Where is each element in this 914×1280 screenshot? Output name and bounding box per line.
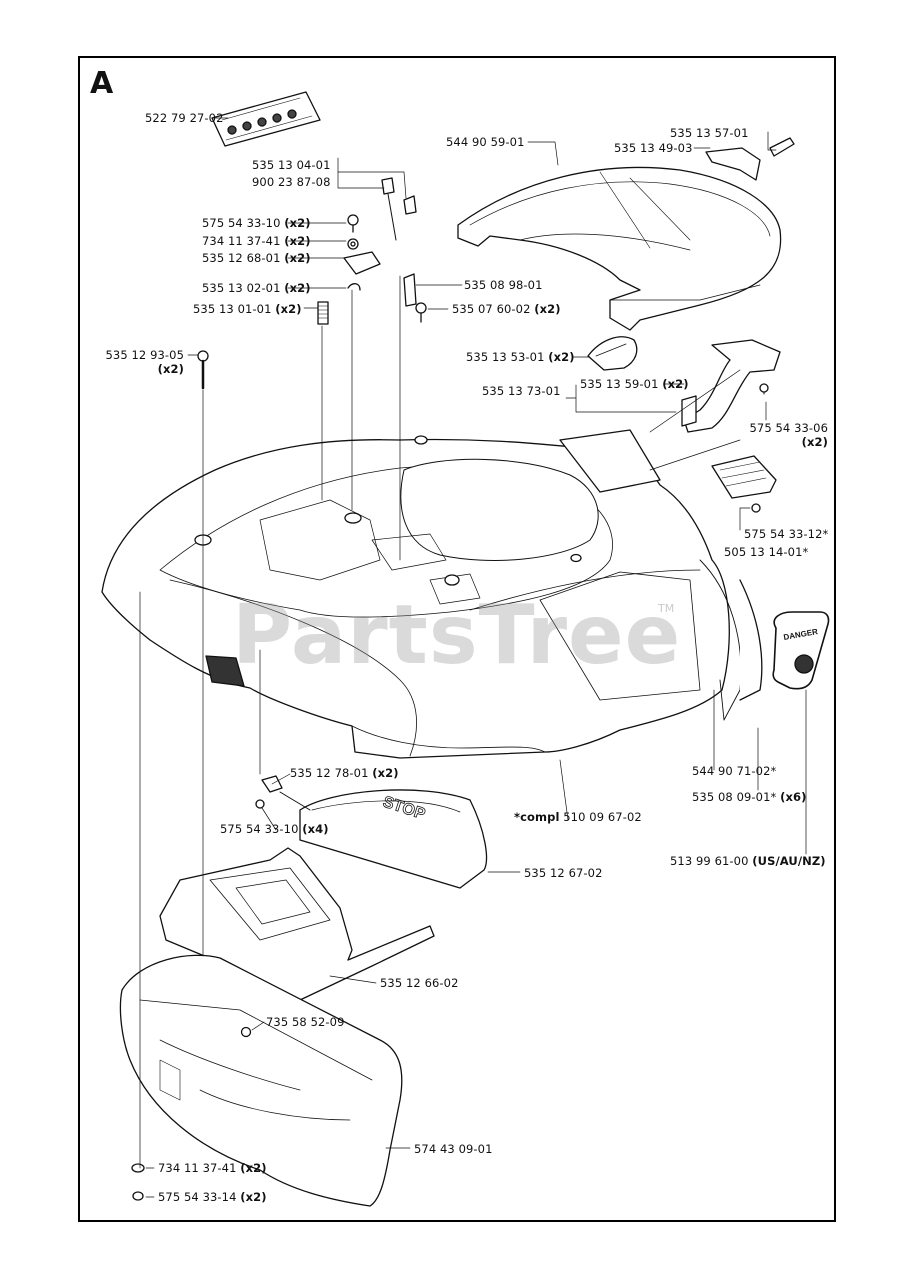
part-label: 734 11 37-41 (x2) <box>158 1161 267 1175</box>
part-label: 535 12 78-01 (x2) <box>290 766 399 780</box>
hinge-bracket <box>705 137 795 181</box>
part-label: 513 99 61-00 (US/AU/NZ) <box>670 854 826 868</box>
section-letter: A <box>90 66 114 101</box>
watermark: PartsTree <box>232 588 682 683</box>
part-label: 900 23 87-08 <box>252 175 331 189</box>
part-label: 575 54 33-06(x2) <box>749 421 828 449</box>
front-bumper <box>119 954 403 1207</box>
part-label: 575 54 33-14 (x2) <box>158 1190 267 1204</box>
lid-spring-arm <box>681 339 781 433</box>
watermark-trademark: TM <box>658 602 675 615</box>
part-label: 575 54 33-10 (x2) <box>202 216 311 230</box>
part-label: 535 07 60-02 (x2) <box>452 302 561 316</box>
part-label: 505 13 14-01* <box>724 545 809 559</box>
lid-handle-clip <box>587 336 638 371</box>
part-label: 535 12 66-02 <box>380 976 459 990</box>
part-label: 574 43 09-01 <box>414 1142 493 1156</box>
part-label: 535 13 04-01 <box>252 158 331 172</box>
danger-decal <box>772 611 830 690</box>
fasteners-upper <box>197 177 769 513</box>
part-label: 575 54 33-10 (x4) <box>220 822 329 836</box>
part-label: 535 13 73-01 <box>482 384 561 398</box>
part-label: 544 90 59-01 <box>446 135 525 149</box>
part-label: 575 54 33-12* <box>744 527 829 541</box>
diagram-frame <box>78 56 836 1222</box>
part-label: 535 12 67-02 <box>524 866 603 880</box>
top-cover-lid <box>457 166 782 331</box>
part-label: 535 13 57-01 <box>670 126 749 140</box>
main-body-shell <box>101 429 763 759</box>
part-label: 535 13 49-03 <box>614 141 693 155</box>
part-label: *compl 510 09 67-02 <box>514 810 642 824</box>
part-label: 535 12 68-01 (x2) <box>202 251 311 265</box>
part-label: 522 79 27-02 <box>145 111 224 125</box>
part-label: 535 13 59-01 (x2) <box>580 377 689 391</box>
charger-plate <box>711 455 777 499</box>
warning-decal <box>211 91 321 147</box>
part-label: 535 13 02-01 (x2) <box>202 281 311 295</box>
part-label: 535 12 93-05(x2) <box>105 348 184 376</box>
part-label: 734 11 37-41 (x2) <box>202 234 311 248</box>
part-label: 535 13 53-01 (x2) <box>466 350 575 364</box>
part-label: 735 58 52-09 <box>266 1015 345 1029</box>
part-label: 535 08 09-01* (x6) <box>692 790 807 804</box>
leader-lines <box>139 117 807 1198</box>
part-label: 535 13 01-01 (x2) <box>193 302 302 316</box>
part-label: 535 08 98-01 <box>464 278 543 292</box>
stop-button-cover <box>255 775 488 889</box>
part-label: 544 90 71-02* <box>692 764 777 778</box>
